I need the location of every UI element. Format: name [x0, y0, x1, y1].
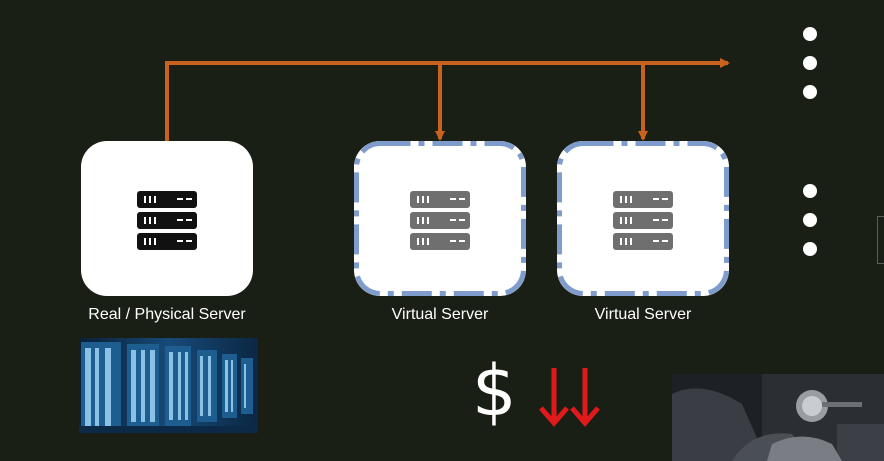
dollar-sign: $ [472, 350, 517, 432]
virtual-server-label-1: Virtual Server [391, 306, 489, 323]
dashed-border [354, 141, 526, 296]
ellipsis-dot [803, 56, 817, 70]
double-down-arrow-icon [539, 368, 600, 427]
ellipsis-dot [803, 213, 817, 227]
virtual-server-card-2 [557, 141, 729, 296]
ellipsis-dot [803, 184, 817, 198]
ellipsis-dot [803, 85, 817, 99]
offscreen-element-edge [877, 216, 884, 264]
virtual-server-card-1 [354, 141, 526, 296]
real-server-label: Real / Physical Server [88, 306, 246, 323]
ellipsis-dot [803, 242, 817, 256]
virtual-server-label-2: Virtual Server [594, 306, 692, 323]
ellipsis-dot [803, 27, 817, 41]
server-rack-icon [137, 191, 197, 250]
server-rack-icon [410, 191, 470, 250]
datacenter-photo [79, 338, 258, 433]
presenter-webcam-photo [672, 374, 884, 461]
real-server-card [81, 141, 253, 296]
main-connector-line [165, 58, 730, 141]
server-rack-icon [613, 191, 673, 250]
dashed-border [557, 141, 729, 296]
